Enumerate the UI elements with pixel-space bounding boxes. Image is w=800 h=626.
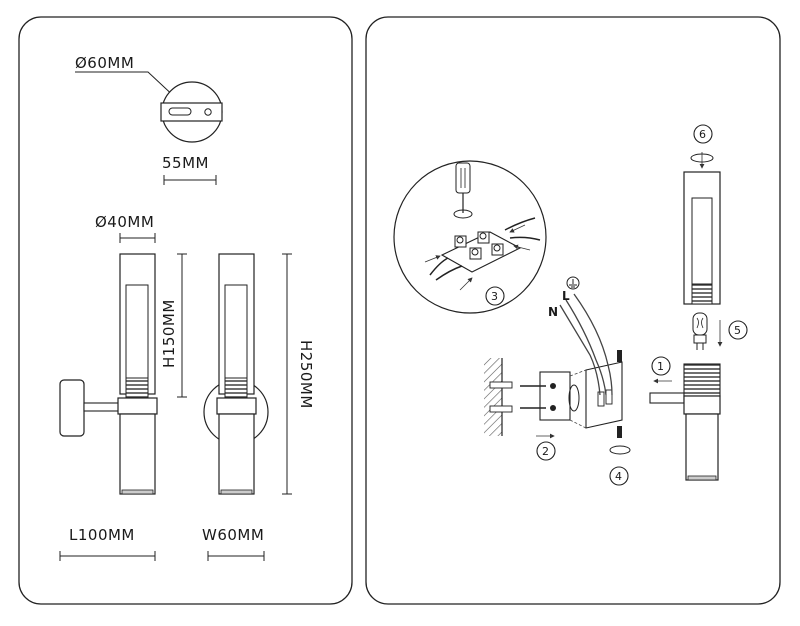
step-4-marker: 4 <box>609 466 629 486</box>
supply-wires: N L <box>548 276 613 396</box>
step-6-marker: 6 <box>693 124 713 144</box>
mount-width-label: 55MM <box>162 154 209 172</box>
wiring-detail <box>393 160 547 314</box>
step-3-label: 3 <box>491 290 498 303</box>
wall-bracket <box>484 350 631 455</box>
length-label: L100MM <box>69 526 135 544</box>
mount-diameter-label: Ø60MM <box>75 54 134 72</box>
dimensions-panel: Ø60MM 55MM Ø40MM <box>18 16 353 605</box>
installation-panel-border <box>365 16 781 605</box>
step-1-marker: 1 <box>651 356 672 384</box>
width-label: W60MM <box>202 526 264 544</box>
mount-plate-detail: Ø60MM 55MM <box>75 54 223 185</box>
step-3-marker: 3 <box>485 286 505 306</box>
live-wire-label: L <box>562 289 570 303</box>
total-height-label: H250MM <box>297 340 315 409</box>
step-1-label: 1 <box>657 360 664 373</box>
step-2-label: 2 <box>542 445 549 458</box>
step-4-label: 4 <box>615 470 622 483</box>
step-6-label: 6 <box>699 128 706 141</box>
dimensions-panel-border <box>18 16 353 605</box>
installation-panel: 3 <box>365 16 781 605</box>
lamp-side-view: Ø40MM H150MM L100MM <box>59 213 187 561</box>
lamp-body <box>649 363 721 481</box>
g9-bulb <box>692 312 723 350</box>
shade-diameter-label: Ø40MM <box>95 213 154 231</box>
step-5-label: 5 <box>734 324 741 337</box>
lamp-front-view: H250MM W60MM <box>202 253 315 561</box>
step-5-marker: 5 <box>728 320 748 340</box>
shade-height-label: H150MM <box>160 299 178 368</box>
glass-shade <box>683 152 721 305</box>
neutral-wire-label: N <box>548 305 558 319</box>
step-2-marker: 2 <box>536 441 556 461</box>
